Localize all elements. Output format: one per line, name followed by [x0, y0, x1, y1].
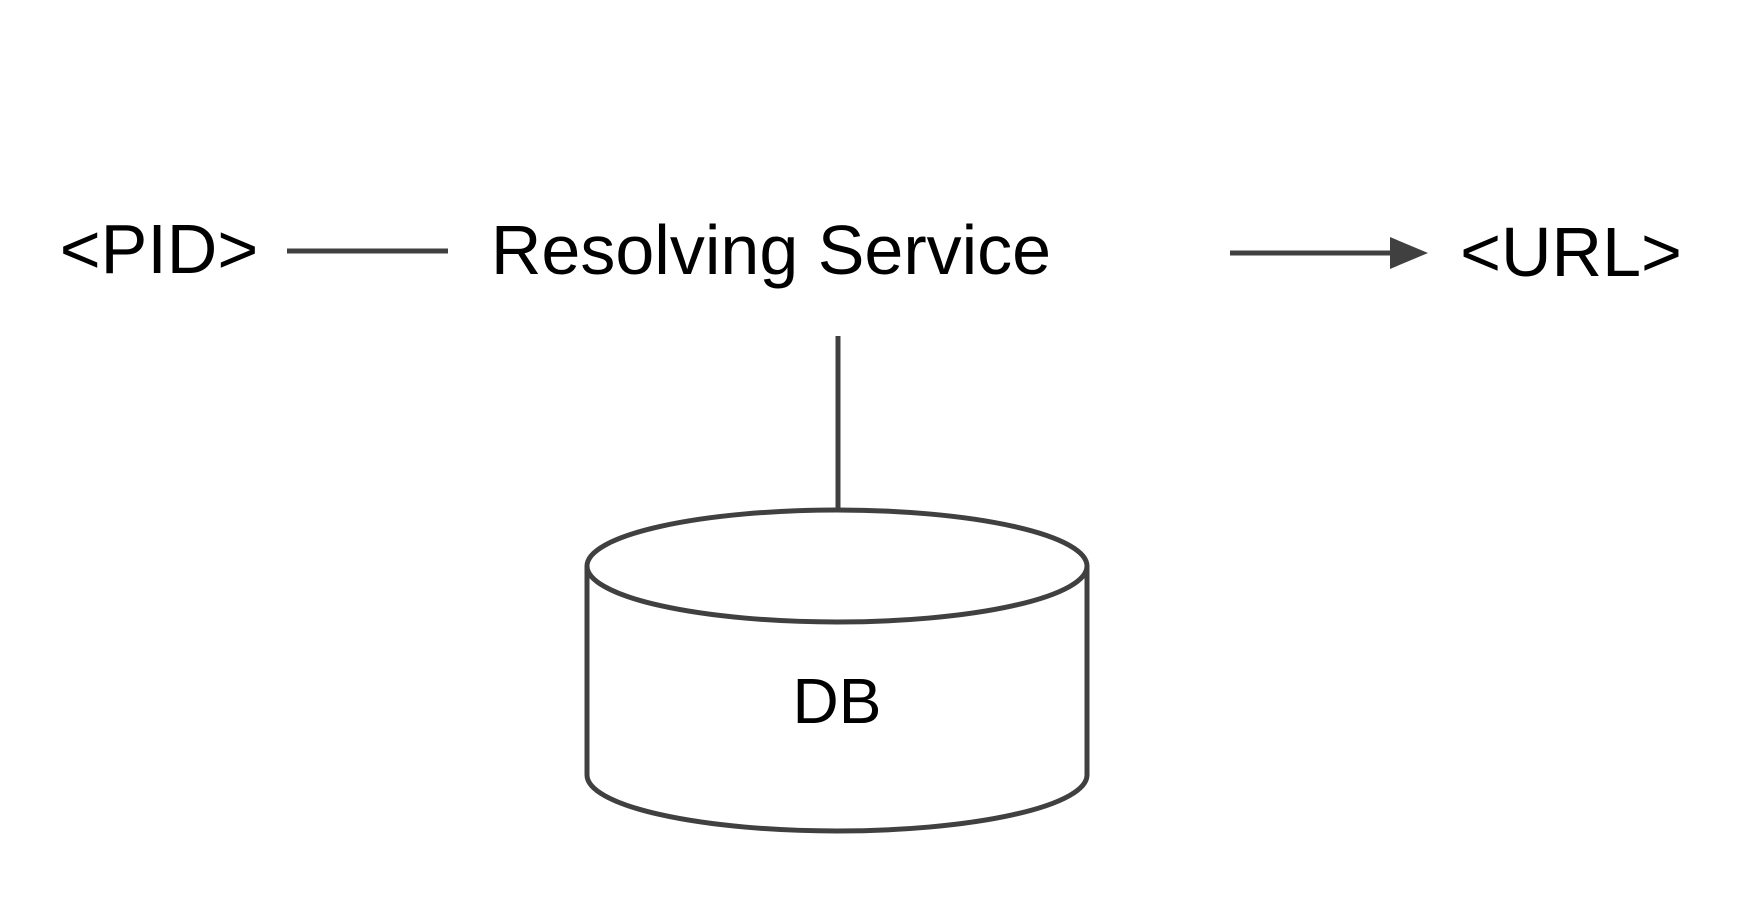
service-to-url-arrowhead-icon	[1390, 237, 1428, 269]
db-label: DB	[792, 665, 882, 737]
resolving-service-label: Resolving Service	[490, 211, 1052, 289]
url-label: <URL>	[1460, 213, 1682, 291]
db-cylinder-body	[584, 566, 1090, 834]
db-cylinder	[584, 507, 1090, 834]
db-cylinder-top-ellipse	[584, 507, 1090, 625]
pid-label: <PID>	[59, 210, 259, 288]
